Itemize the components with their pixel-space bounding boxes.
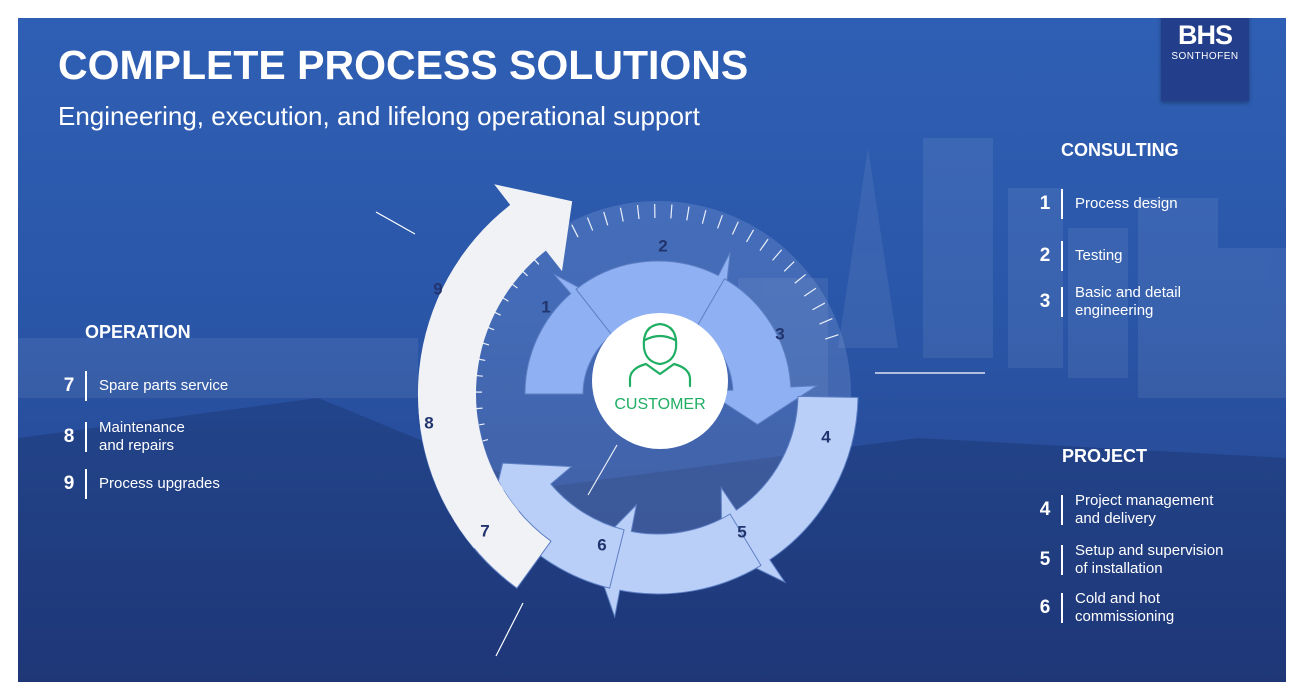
project-item: 6 Cold and hot commissioning [1033,590,1175,625]
item-number: 8 [63,426,75,447]
item-text: Process design [1075,195,1178,212]
item-text: Cold and hot commissioning [1075,590,1175,625]
operation-item: 7 Spare parts service [57,370,228,402]
tick-mark [794,273,807,284]
tick-mark [717,215,723,229]
item-text: Setup and supervision of installation [1075,542,1224,577]
logo-subtext: SONTHOFEN [1171,51,1239,62]
tick-mark [803,287,817,297]
tick-mark [636,205,640,220]
customer-circle [592,313,728,449]
item-divider [85,469,87,499]
item-number: 1 [1039,193,1051,214]
segment-number-3: 3 [775,324,784,343]
item-text: Maintenance and repairs [99,419,185,454]
tick-mark [571,224,579,238]
consulting-title: CONSULTING [1061,140,1179,160]
tick-mark [772,249,783,261]
item-number: 5 [1039,549,1051,570]
tick-mark [586,217,594,231]
tick-mark [825,334,839,340]
operation-title: OPERATION [85,322,191,342]
customer-icon [628,322,692,388]
cycle-segment-4 [720,395,859,584]
tick-mark [701,209,707,224]
segment-number-6: 6 [597,535,606,554]
tick-mark [731,221,739,235]
bhs-logo: BHS SONTHOFEN [1161,18,1249,101]
project-item: 4 Project management and delivery [1033,492,1214,527]
operation-item: 8 Maintenance and repairs [57,419,185,454]
project-item: 5 Setup and supervision of installation [1033,542,1224,577]
item-number: 6 [1039,597,1051,618]
pointer-line [495,602,524,657]
logo-brand: BHS [1177,20,1233,50]
background-city-silhouette [18,138,1286,682]
item-text: Basic and detail engineering [1075,284,1181,319]
segment-number-2: 2 [658,236,667,255]
item-text: Testing [1075,247,1123,264]
item-divider [1061,495,1063,525]
process-cycle-diagram: 1 2 3 4 5 6 7 8 9 [375,184,985,657]
tick-mark [686,206,690,221]
tick-mark [759,238,769,251]
item-number: 3 [1039,291,1051,312]
segment-number-4: 4 [821,427,831,446]
tick-mark [812,302,826,311]
operation-item: 9 Process upgrades [57,468,220,500]
page-subtitle: Engineering, execution, and lifelong ope… [58,101,700,131]
item-text: Project management and delivery [1075,492,1214,527]
cycle-segment-9 [417,184,573,549]
segment-number-9: 9 [433,279,442,298]
consulting-item: 3 Basic and detail engineering [1033,284,1181,319]
item-number: 2 [1039,245,1051,266]
consulting-item: 2 Testing [1033,240,1123,272]
tick-mark [619,207,624,222]
tick-mark [746,229,755,243]
segment-number-8: 8 [424,413,433,432]
segment-number-7: 7 [480,521,489,540]
item-divider [1061,593,1063,623]
item-divider [85,422,87,452]
item-text: Spare parts service [99,377,229,394]
item-number: 9 [63,473,75,494]
consulting-item: 1 Process design [1033,188,1178,220]
item-text: Process upgrades [99,475,220,492]
item-divider [1061,545,1063,575]
segment-number-1: 1 [541,297,550,316]
pointer-line [587,444,618,496]
tick-mark [819,317,833,325]
item-divider [85,371,87,401]
item-divider [1061,241,1063,271]
customer-label: CUSTOMER [614,396,706,413]
slide: COMPLETE PROCESS SOLUTIONS Engineering, … [18,18,1286,682]
project-title: PROJECT [1062,446,1148,466]
item-divider [1061,287,1063,317]
segment-number-5: 5 [737,522,746,541]
tick-mark [603,211,609,226]
tick-mark [670,204,673,219]
pointer-line [375,211,416,235]
tick-mark [783,261,795,272]
item-number: 7 [63,375,75,396]
item-number: 4 [1039,499,1051,520]
item-divider [1061,189,1063,219]
page-title: COMPLETE PROCESS SOLUTIONS [58,42,749,88]
